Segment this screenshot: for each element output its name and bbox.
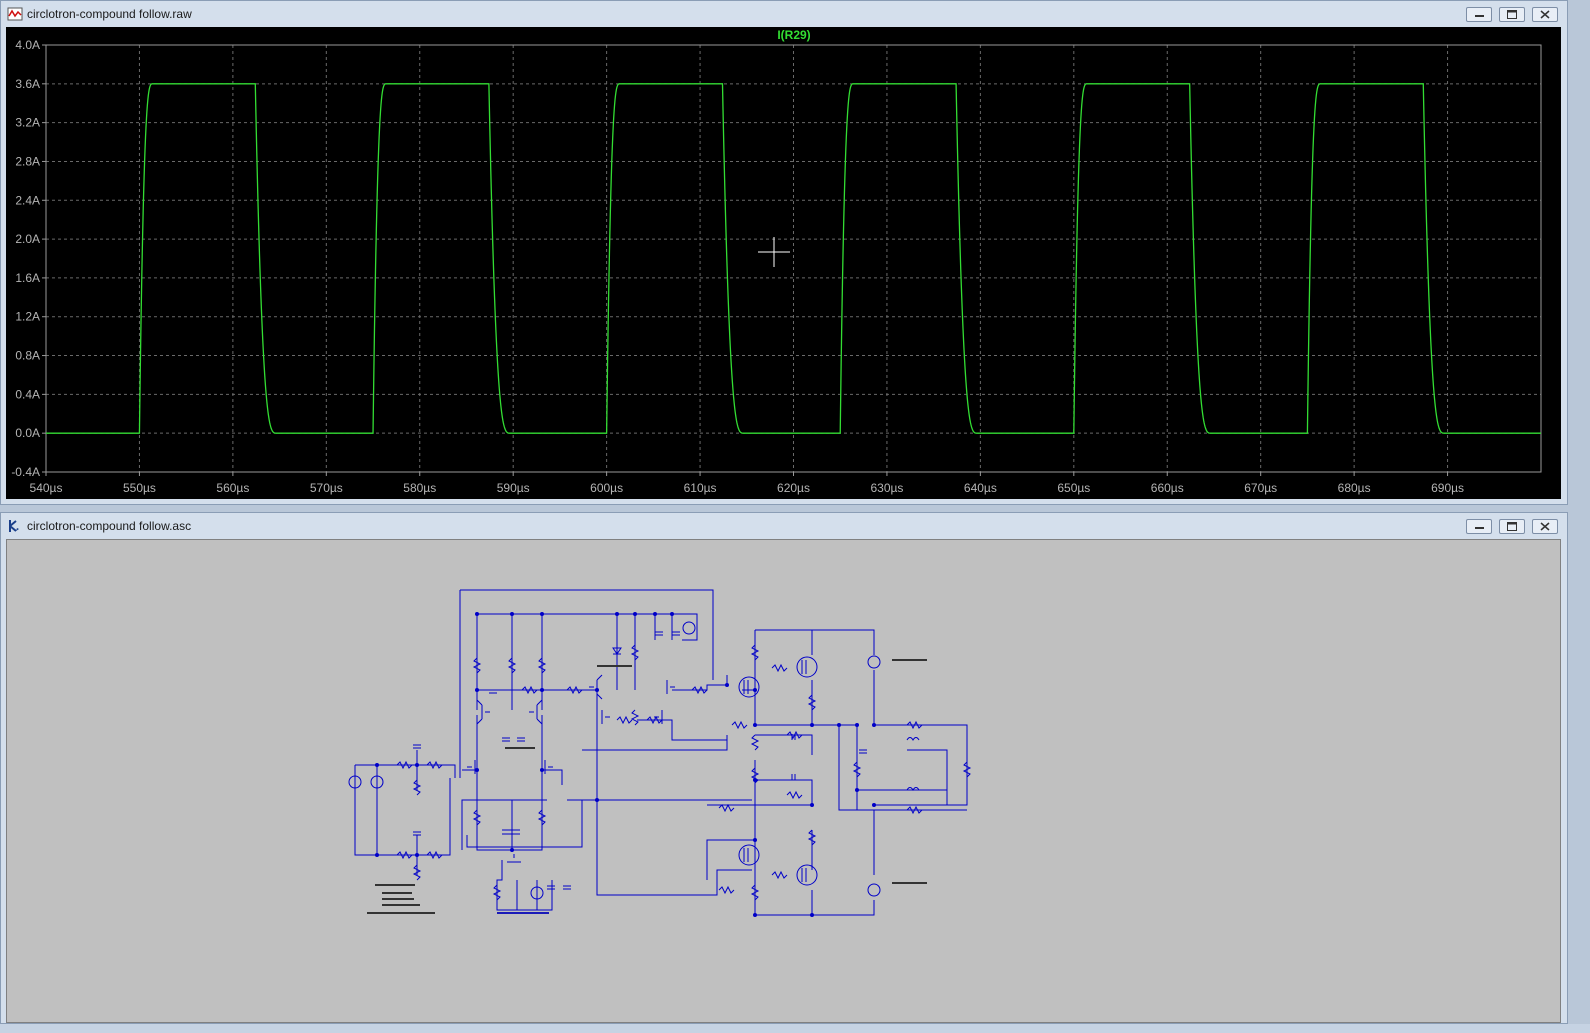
x-tick-label: 580µs [403, 481, 436, 495]
y-tick-label: 1.6A [15, 271, 40, 285]
maximize-icon [1507, 10, 1517, 19]
y-tick-label: 3.6A [15, 77, 40, 91]
minimize-button[interactable] [1466, 7, 1492, 22]
x-tick-label: 540µs [30, 481, 63, 495]
x-tick-label: 670µs [1244, 481, 1277, 495]
schematic-text [367, 659, 927, 914]
waveform-app-icon [7, 7, 23, 21]
x-tick-label: 550µs [123, 481, 156, 495]
close-icon [1540, 10, 1550, 19]
x-tick-label: 600µs [590, 481, 623, 495]
close-button[interactable] [1532, 519, 1558, 534]
y-tick-label: 0.4A [15, 387, 40, 401]
x-tick-label: 690µs [1431, 481, 1464, 495]
schematic-app-icon [9, 520, 19, 532]
x-tick-label: 650µs [1057, 481, 1090, 495]
schematic-junctions [375, 612, 876, 917]
x-tick-label: 610µs [684, 481, 717, 495]
x-tick-label: 640µs [964, 481, 997, 495]
x-tick-label: 590µs [497, 481, 530, 495]
y-tick-label: 0.8A [15, 349, 40, 363]
maximize-button[interactable] [1499, 519, 1525, 534]
y-tick-label: 0.0A [15, 426, 40, 440]
x-tick-label: 570µs [310, 481, 343, 495]
schematic-titlebar[interactable]: circlotron-compound follow.asc [1, 513, 1567, 539]
x-tick-label: 630µs [870, 481, 903, 495]
y-tick-label: -0.4A [11, 465, 40, 479]
schematic-window-title: circlotron-compound follow.asc [27, 519, 192, 533]
y-tick-label: 3.2A [15, 116, 40, 130]
y-tick-label: 2.4A [15, 193, 40, 207]
maximize-button[interactable] [1499, 7, 1525, 22]
crosshair-cursor [758, 237, 790, 267]
waveform-plot[interactable]: 540µs 550µs 560µs 570µs 580µs 590µs 600µs 610µs… [6, 27, 1561, 499]
trace-line[interactable] [46, 83, 1541, 434]
plot-frame [45, 44, 1542, 473]
minimize-button[interactable] [1466, 519, 1492, 534]
y-tick-label: 2.8A [15, 154, 40, 168]
close-icon [1540, 522, 1550, 531]
schematic-window: circlotron-compound follow.asc [0, 512, 1568, 1024]
x-tick-label: 620µs [777, 481, 810, 495]
x-tick-label: 660µs [1151, 481, 1184, 495]
minimize-icon [1475, 15, 1484, 17]
waveform-window-title: circlotron-compound follow.raw [27, 7, 192, 21]
waveform-titlebar[interactable]: circlotron-compound follow.raw [1, 1, 1567, 27]
schematic-drawing[interactable] [7, 540, 1560, 1022]
schematic-components [348, 621, 972, 901]
minimize-icon [1475, 527, 1484, 529]
taskbar-strip [0, 1024, 1590, 1033]
waveform-window: circlotron-compound follow.raw 540µs 550µ… [0, 0, 1568, 505]
y-tick-label: 1.2A [15, 310, 40, 324]
schematic-canvas[interactable] [6, 539, 1561, 1023]
x-tick-label: 680µs [1338, 481, 1371, 495]
schematic-wires [354, 589, 968, 916]
y-tick-label: 4.0A [15, 38, 40, 52]
waveform-plot-area[interactable]: 540µs 550µs 560µs 570µs 580µs 590µs 600µs 610µs… [6, 27, 1561, 499]
close-button[interactable] [1532, 7, 1558, 22]
trace-label[interactable]: I(R29) [777, 28, 810, 42]
maximize-icon [1507, 522, 1517, 531]
x-tick-label: 560µs [216, 481, 249, 495]
y-tick-label: 2.0A [15, 232, 40, 246]
